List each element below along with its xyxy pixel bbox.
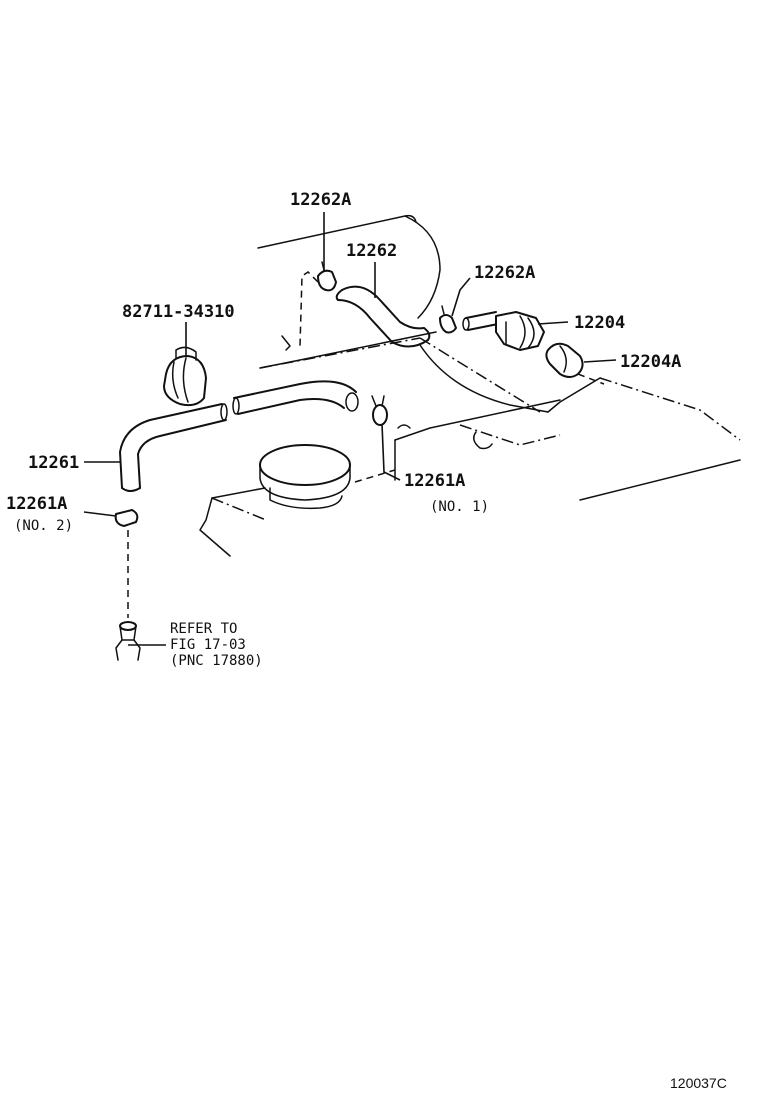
figure-code: 120037C xyxy=(670,1075,727,1091)
clip-12261A-no1-icon xyxy=(371,395,388,426)
clip-82711-34310-icon xyxy=(163,346,207,407)
oil-filler-cap-icon xyxy=(259,444,351,510)
label-12204A: 12204A xyxy=(620,352,681,372)
grommet-12204A-icon xyxy=(545,342,605,385)
guide-lines xyxy=(281,271,319,351)
label-12204: 12204 xyxy=(574,313,625,333)
clip-12262A-top-icon xyxy=(317,261,337,292)
clip-12262A-right-icon xyxy=(439,305,457,334)
label-12262A-right: 12262A xyxy=(474,263,535,283)
short-hose-icon xyxy=(462,311,499,331)
label-12261A-no1-sub: (NO. 1) xyxy=(430,499,489,515)
hose-12261-icon xyxy=(119,403,228,492)
pcv-valve-12204-icon xyxy=(495,311,545,351)
reference-line-2: FIG 17-03 xyxy=(170,637,246,653)
leader-lines xyxy=(83,212,617,646)
reference-line-3: (PNC 17880) xyxy=(170,653,263,669)
hose-12262-icon xyxy=(335,285,431,348)
label-12261A-no2: 12261A xyxy=(6,494,67,514)
label-12261A-no1: 12261A xyxy=(404,471,465,491)
connector-fitting-icon xyxy=(115,621,141,661)
label-12262: 12262 xyxy=(346,241,397,261)
label-12261A-no2-sub: (NO. 2) xyxy=(14,518,73,534)
label-82711-34310: 82711-34310 xyxy=(122,302,235,322)
reference-line-1: REFER TO xyxy=(170,621,237,637)
clip-12261A-no2-icon xyxy=(114,509,139,618)
hose-middle-icon xyxy=(232,380,359,415)
label-12262A-top: 12262A xyxy=(290,190,351,210)
label-12261: 12261 xyxy=(28,453,79,473)
